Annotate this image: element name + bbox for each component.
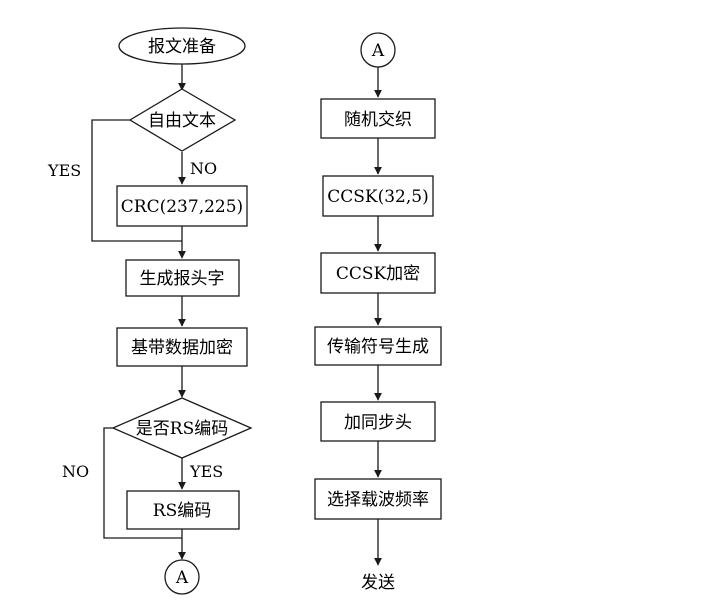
decision-rs-label: 是否RS编码 [136,419,228,439]
ccsk-label: CCSK(32,5) [327,187,428,207]
crc-label: CRC(237,225) [121,197,243,217]
ccsk-encrypt-label: CCSK加密 [336,264,420,284]
interleave-box [320,98,436,139]
connector-a-bottom-label: A [175,568,189,588]
edge-yes-bypass [91,119,182,242]
no-label-text: NO [190,159,217,178]
yes-label-text: YES [47,161,81,180]
baseband-encrypt-label: 基带数据加密 [131,338,233,358]
decision-free-text [128,88,237,152]
yes-label-rs: YES [189,462,223,481]
rs-encode-box [126,490,240,530]
start-terminal [118,27,246,65]
connector-a-top [360,32,396,68]
sync-header-box [320,401,436,442]
interleave-label: 随机交织 [344,110,412,130]
gen-header-label: 生成报头字 [140,269,225,289]
gen-header-box [125,259,240,297]
carrier-select-label: 选择载波频率 [327,490,429,510]
carrier-select-box [314,478,442,520]
no-label-rs: NO [62,462,89,481]
decision-free-text-label: 自由文本 [148,111,216,131]
symbol-gen-label: 传输符号生成 [327,337,429,357]
crc-box [116,185,248,227]
rs-encode-label: RS编码 [153,501,211,521]
ccsk-encrypt-box [320,252,436,294]
start-label: 报文准备 [148,37,216,57]
sync-header-label: 加同步头 [344,413,412,433]
baseband-encrypt-box [116,327,248,367]
ccsk-box [322,175,434,217]
send-label: 发送 [361,573,395,593]
symbol-gen-box [314,326,442,366]
decision-rs [111,397,253,459]
connector-a-top-label: A [371,41,385,61]
connector-a-bottom [164,559,200,595]
